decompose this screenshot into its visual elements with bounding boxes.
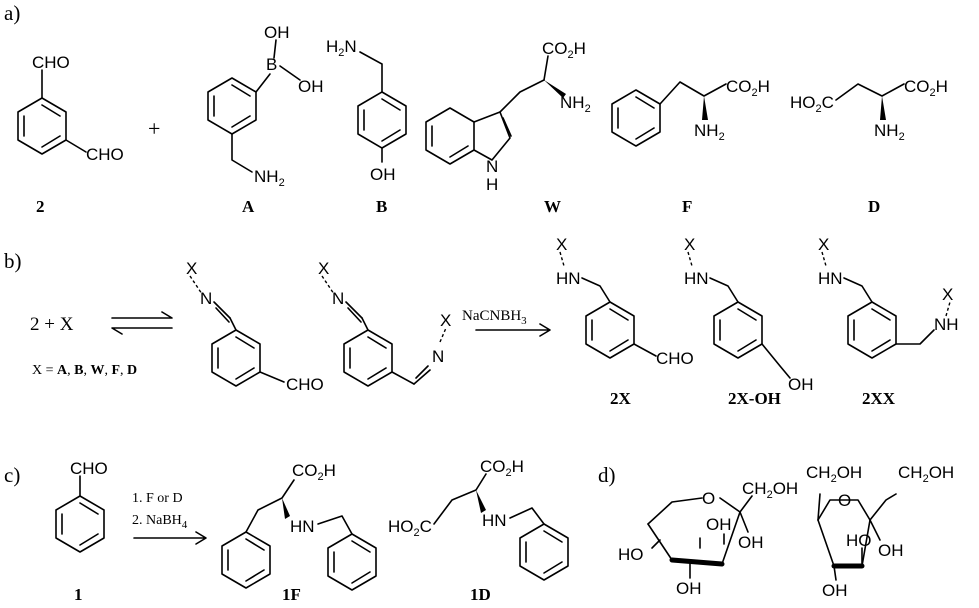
reactants-text: 2 + X [30,314,74,335]
compound-2-label: 2 [36,197,45,216]
furanose-oh-c4: OH [822,581,848,600]
product-2x-label: 2X [610,389,632,408]
x-definition: X = A, B, W, F, D [32,363,137,378]
pyranose-ch2oh: CH2OH [742,479,798,501]
product-2x-oh-oh: OH [788,375,814,394]
step-2-text: 2. NaBH4 [132,513,188,531]
product-1d-side-chain-acid: HO2C [388,517,432,539]
reduction-arrow [475,323,551,337]
furanose-ring-o: O [838,491,851,510]
compound-d-amine: NH2 [874,121,905,143]
compound-d-structure: HO2C CO2H NH2 [790,77,948,143]
product-1d-label: 1D [470,585,491,604]
furanose-ch2oh-right: CH2OH [898,463,954,485]
compound-w-indole-n: N [486,157,498,176]
product-2x-cho: CHO [656,349,694,368]
compound-b-structure: H2N OH [326,37,407,184]
mono-imine-structure: X N CHO [186,259,324,394]
compound-2-cho-top: CHO [32,53,70,72]
product-2xx-label: 2XX [862,389,896,408]
compound-b-label: B [376,197,387,216]
product-1f-hn: HN [290,517,315,536]
compound-f-cooh: CO2H [726,77,770,99]
compound-w-label: W [544,197,561,216]
product-1f-label: 1F [282,585,301,604]
product-2x-x: X [556,235,567,254]
compound-w-cooh: CO2H [542,39,586,61]
compound-w-indole-h: H [486,175,498,194]
furanose-oh-anomeric: OH [878,541,904,560]
product-2xx-nh: NH [934,315,959,334]
mono-imine-cho: CHO [286,375,324,394]
compound-a-oh-top: OH [264,23,290,42]
bis-imine-n-right: N [432,347,444,366]
plus-sign: + [148,116,160,141]
compound-2-structure: CHO CHO [17,53,124,164]
mono-imine-x: X [186,259,197,278]
panel-label-a: a) [4,1,20,25]
compound-f-amine: NH2 [694,121,725,143]
product-1d-cooh: CO2H [480,457,524,479]
furanose-structure: CH2OH O CH2OH OH HO OH [806,463,954,600]
product-1d-structure: HO2C CO2H HN [388,457,569,581]
step-1-text: 1. F or D [132,491,183,506]
bis-imine-x-right: X [440,311,451,330]
product-2x-oh-hn: HN [684,269,709,288]
panel-label-b: b) [4,249,22,273]
compound-1-cho: CHO [70,459,108,478]
compound-a-boron: B [266,55,277,74]
compound-a-oh-right: OH [298,77,324,96]
product-1d-hn: HN [482,511,507,530]
product-2xx-x-top: X [818,235,829,254]
compound-a-amine: NH2 [254,167,285,189]
product-2x-oh-label: 2X-OH [728,389,781,408]
compound-b-amine: H2N [326,37,357,59]
compound-1-label: 1 [74,585,83,604]
compound-f-label: F [682,197,692,216]
pyranose-ho-c5: HO [618,545,644,564]
reduction-reagent: NaCNBH3 [462,308,527,327]
pyranose-oh-c3: OH [706,515,732,534]
bis-imine-x-left: X [318,259,329,278]
panel-label-d: d) [598,463,616,487]
product-2x-hn: HN [556,269,581,288]
product-2x-oh-structure: X HN OH [684,235,814,394]
pyranose-oh-anomeric: OH [738,533,764,552]
mono-imine-n: N [200,289,212,308]
compound-a-structure: B OH OH NH2 [207,23,324,189]
reaction-arrow-c [133,531,207,545]
bis-imine-n-left: N [332,289,344,308]
compound-2-cho-bottom: CHO [86,145,124,164]
product-2xx-x-right: X [942,285,953,304]
compound-b-oh: OH [370,165,396,184]
bis-imine-structure: X N X N [318,259,451,387]
product-2x-oh-x: X [684,235,695,254]
panel-label-c: c) [4,463,20,487]
product-2xx-hn: HN [818,269,843,288]
compound-a-label: A [242,197,255,216]
pyranose-structure: O CH2OH OH OH HO OH [618,479,798,598]
product-1f-cooh: CO2H [292,461,336,483]
compound-1-structure: CHO [55,459,108,553]
pyranose-ring-o: O [702,489,715,508]
product-1f-structure: CO2H HN [221,461,377,591]
equilibrium-arrows [111,311,173,335]
pyranose-oh-c4: OH [676,579,702,598]
product-2xx-structure: X HN X NH [818,235,959,359]
furanose-ho-c3: HO [846,531,872,550]
compound-d-cooh: CO2H [904,77,948,99]
compound-d-label: D [868,197,880,216]
product-2x-structure: X HN CHO [556,235,694,368]
compound-w-amine: NH2 [560,93,591,115]
compound-w-structure: CO2H NH2 N H [425,39,591,194]
compound-d-side-chain-acid: HO2C [790,93,834,115]
compound-f-structure: CO2H NH2 [611,77,770,147]
furanose-ch2oh-left: CH2OH [806,463,862,485]
